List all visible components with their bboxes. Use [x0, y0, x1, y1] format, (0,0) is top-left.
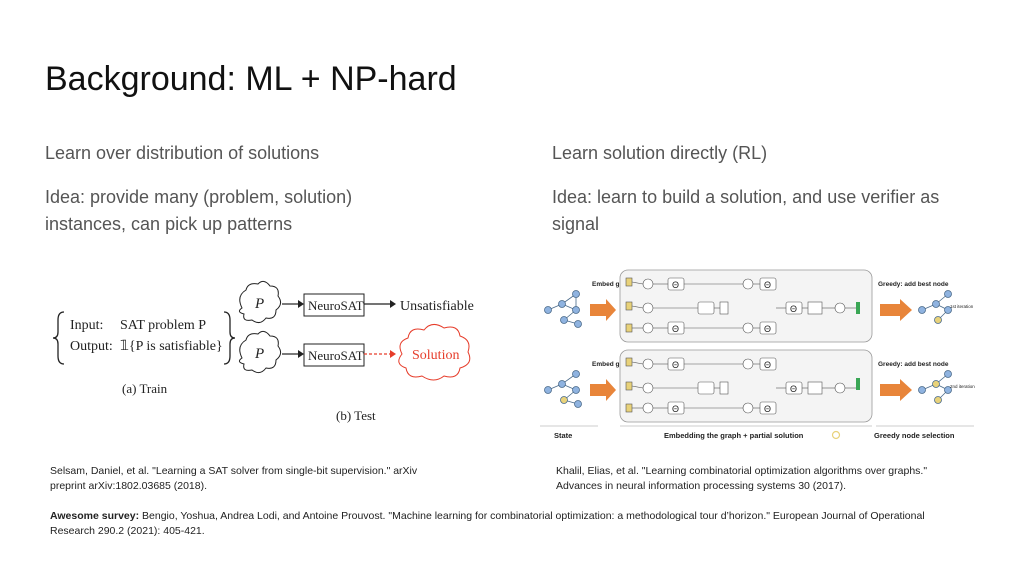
arrowhead-top-1: [298, 300, 304, 308]
train-caption: (a) Train: [122, 381, 168, 396]
iter1-label: 1st iteration: [950, 304, 974, 309]
theta-1d: Θ: [764, 324, 771, 334]
left-idea: Idea: provide many (problem, solution) i…: [45, 184, 352, 238]
survey-citation: Awesome survey: Bengio, Yoshua, Andrea L…: [50, 509, 970, 539]
right-idea: Idea: learn to build a solution, and use…: [552, 184, 939, 238]
p-cloud-bottom: [238, 330, 282, 374]
embed-graph-label-2: Embed graph: [592, 361, 634, 368]
network-internals-2: [625, 357, 860, 415]
theta-2a: Θ: [672, 360, 679, 370]
network-internals-1: [625, 277, 860, 335]
partial-solution-marker: [831, 430, 841, 440]
theta-1b: Θ: [672, 324, 679, 334]
greedy-arrow-2: [880, 379, 912, 401]
theta-1e: Θ: [790, 304, 797, 314]
left-idea-line2: instances, can pick up patterns: [45, 214, 293, 234]
left-brace: [52, 311, 65, 365]
right-heading: Learn solution directly (RL): [552, 143, 768, 163]
neurosat-label-bottom: NeuroSAT: [308, 348, 364, 363]
left-citation: Selsam, Daniel, et al. "Learning a SAT s…: [50, 464, 490, 494]
right-brace: [223, 311, 236, 365]
state-label: State: [554, 431, 572, 440]
output-label: Output:: [70, 339, 113, 354]
neurosat-figure: Input: SAT problem P Output: 𝟙{P is sati…: [52, 280, 474, 423]
survey-label: Awesome survey:: [50, 510, 140, 522]
result-graph-1: [918, 290, 952, 324]
survey-text: Bengio, Yoshua, Andrea Lodi, and Antoine…: [50, 510, 925, 537]
greedy-arrow-1: [880, 299, 912, 321]
embedding-label: Embedding the graph + partial solution: [664, 431, 804, 440]
left-citation-line1: Selsam, Daniel, et al. "Learning a SAT s…: [50, 465, 418, 477]
neurosat-label-top: NeuroSAT: [308, 298, 364, 313]
p-symbol-bottom: P: [254, 346, 264, 362]
theta-1c: Θ: [764, 280, 771, 290]
theta-2d: Θ: [764, 404, 771, 414]
theta-1a: Θ: [672, 280, 679, 290]
embed-arrow-1: [590, 299, 616, 321]
greedy-add-label-2: Greedy: add best node: [878, 361, 949, 368]
greedy-selection-label: Greedy node selection: [874, 431, 955, 440]
state-graph-1: [544, 290, 582, 328]
neurosat-box-top: [303, 293, 365, 317]
arrowhead-solution: [390, 350, 396, 358]
p-symbol-top: P: [254, 296, 264, 312]
left-heading: Learn over distribution of solutions: [45, 143, 320, 163]
arrowhead-top-2: [390, 300, 396, 308]
right-citation-line1: Khalil, Elias, et al. "Learning combinat…: [556, 465, 928, 477]
theta-2e: Θ: [790, 384, 797, 394]
right-citation: Khalil, Elias, et al. "Learning combinat…: [556, 464, 996, 494]
theta-2b: Θ: [672, 404, 679, 414]
input-value: SAT problem P: [120, 318, 206, 333]
p-cloud-top: [238, 280, 282, 324]
slide-title: Background: ML + NP-hard: [45, 60, 457, 98]
input-label: Input:: [70, 318, 103, 333]
left-citation-line2: preprint arXiv:1802.03685 (2018).: [50, 480, 208, 492]
right-idea-line2: signal: [552, 214, 600, 234]
output-value: 𝟙{P is satisfiable}: [120, 339, 223, 354]
left-idea-line1: Idea: provide many (problem, solution): [45, 187, 353, 207]
solution-label: Solution: [412, 348, 459, 363]
result-graph-2: [918, 370, 952, 404]
arrowhead-bottom-1: [298, 350, 304, 358]
neurosat-box-bottom: [303, 343, 365, 367]
state-graph-2: [544, 370, 582, 408]
embed-graph-label-1: Embed graph: [592, 281, 634, 288]
iter2-label: 2nd iteration: [950, 384, 975, 389]
solution-cloud: [398, 324, 471, 381]
theta-2c: Θ: [764, 360, 771, 370]
s2v-dqn-figure: Embed graph Θ Θ Θ Θ Θ Greedy: add best n…: [540, 269, 975, 440]
right-idea-line1: Idea: learn to build a solution, and use…: [552, 187, 940, 207]
unsat-label: Unsatisfiable: [400, 299, 474, 314]
right-citation-line2: Advances in neural information processin…: [556, 480, 847, 492]
greedy-add-label-1: Greedy: add best node: [878, 281, 949, 288]
embed-arrow-2: [590, 379, 616, 401]
test-caption: (b) Test: [336, 408, 376, 423]
